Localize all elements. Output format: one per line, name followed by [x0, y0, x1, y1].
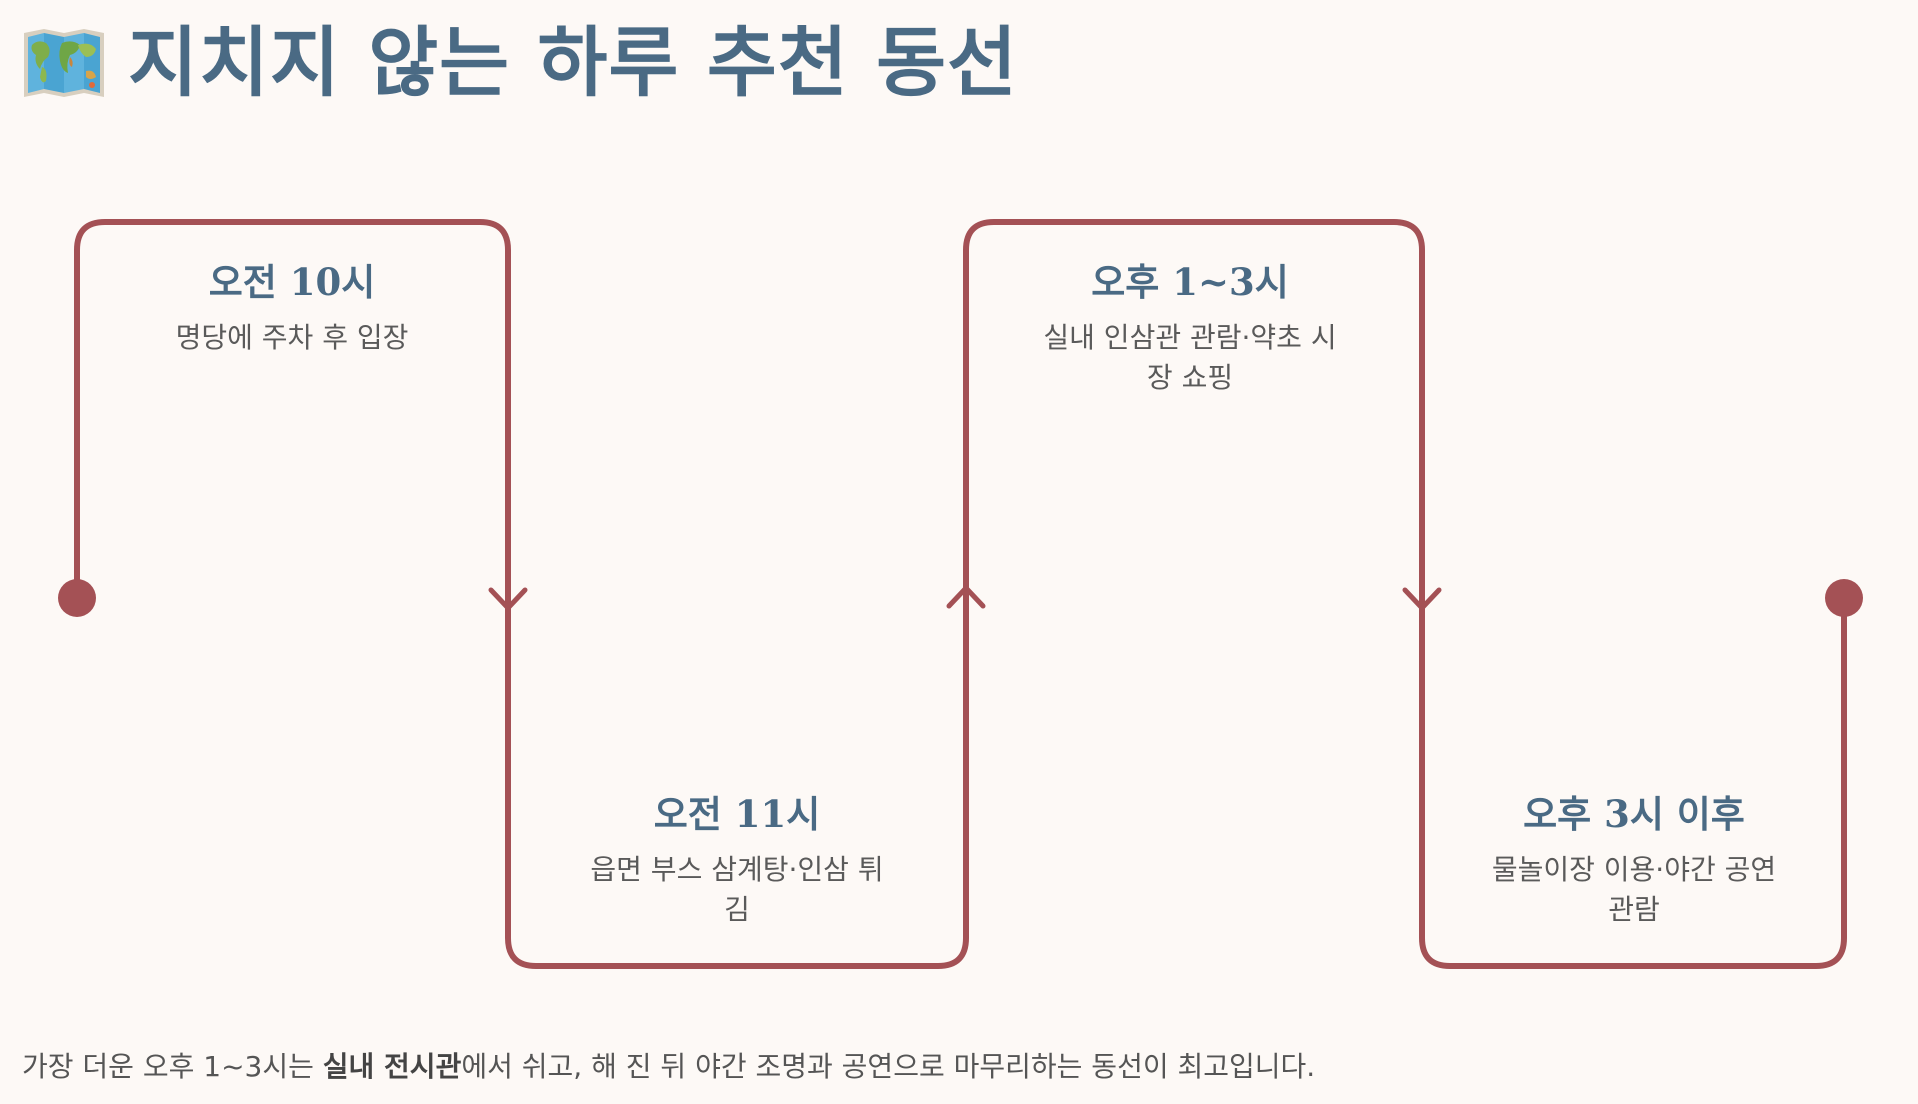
stop-time: 오전 10시 — [208, 260, 376, 304]
stop-description: 읍면 부스 삼계탕·인삼 튀김 — [590, 853, 884, 926]
stop-afternoon-after-3: 오후 3시 이후 물놀이장 이용·야간 공연 관람 — [1434, 792, 1834, 929]
stop-time: 오전 11시 — [653, 792, 821, 836]
stop-morning-11: 오전 11시 읍면 부스 삼계탕·인삼 튀김 — [537, 792, 937, 929]
header: 지치지 않는 하루 추천 동선 — [22, 18, 1018, 108]
stop-time: 오후 3시 이후 — [1523, 792, 1745, 836]
world-map-icon — [24, 29, 104, 97]
stop-afternoon-1-3: 오후 1~3시 실내 인삼관 관람·약초 시장 쇼핑 — [990, 260, 1390, 397]
stop-morning-10: 오전 10시 명당에 주차 후 입장 — [92, 260, 492, 358]
footer-note: 가장 더운 오후 1~3시는 실내 전시관에서 쉬고, 해 진 뒤 야간 조명과… — [22, 1050, 1315, 1084]
footer-text-after: 에서 쉬고, 해 진 뒤 야간 조명과 공연으로 마무리하는 동선이 최고입니다… — [461, 1050, 1316, 1083]
stop-description: 물놀이장 이용·야간 공연 관람 — [1491, 853, 1777, 926]
page-title: 지치지 않는 하루 추천 동선 — [128, 18, 1018, 107]
route-end-marker — [1825, 579, 1863, 617]
stop-description: 실내 인삼관 관람·약초 시장 쇼핑 — [1043, 321, 1337, 394]
arrow-down-icon — [488, 587, 528, 611]
route-path — [74, 219, 1847, 969]
footer-text-before: 가장 더운 오후 1~3시는 — [22, 1050, 323, 1083]
stop-time: 오후 1~3시 — [1091, 260, 1289, 304]
route-start-marker — [58, 579, 96, 617]
footer-emphasis: 실내 전시관 — [322, 1050, 462, 1083]
arrow-up-icon — [946, 585, 986, 609]
stop-description: 명당에 주차 후 입장 — [175, 321, 409, 355]
arrow-down-icon — [1402, 587, 1442, 611]
